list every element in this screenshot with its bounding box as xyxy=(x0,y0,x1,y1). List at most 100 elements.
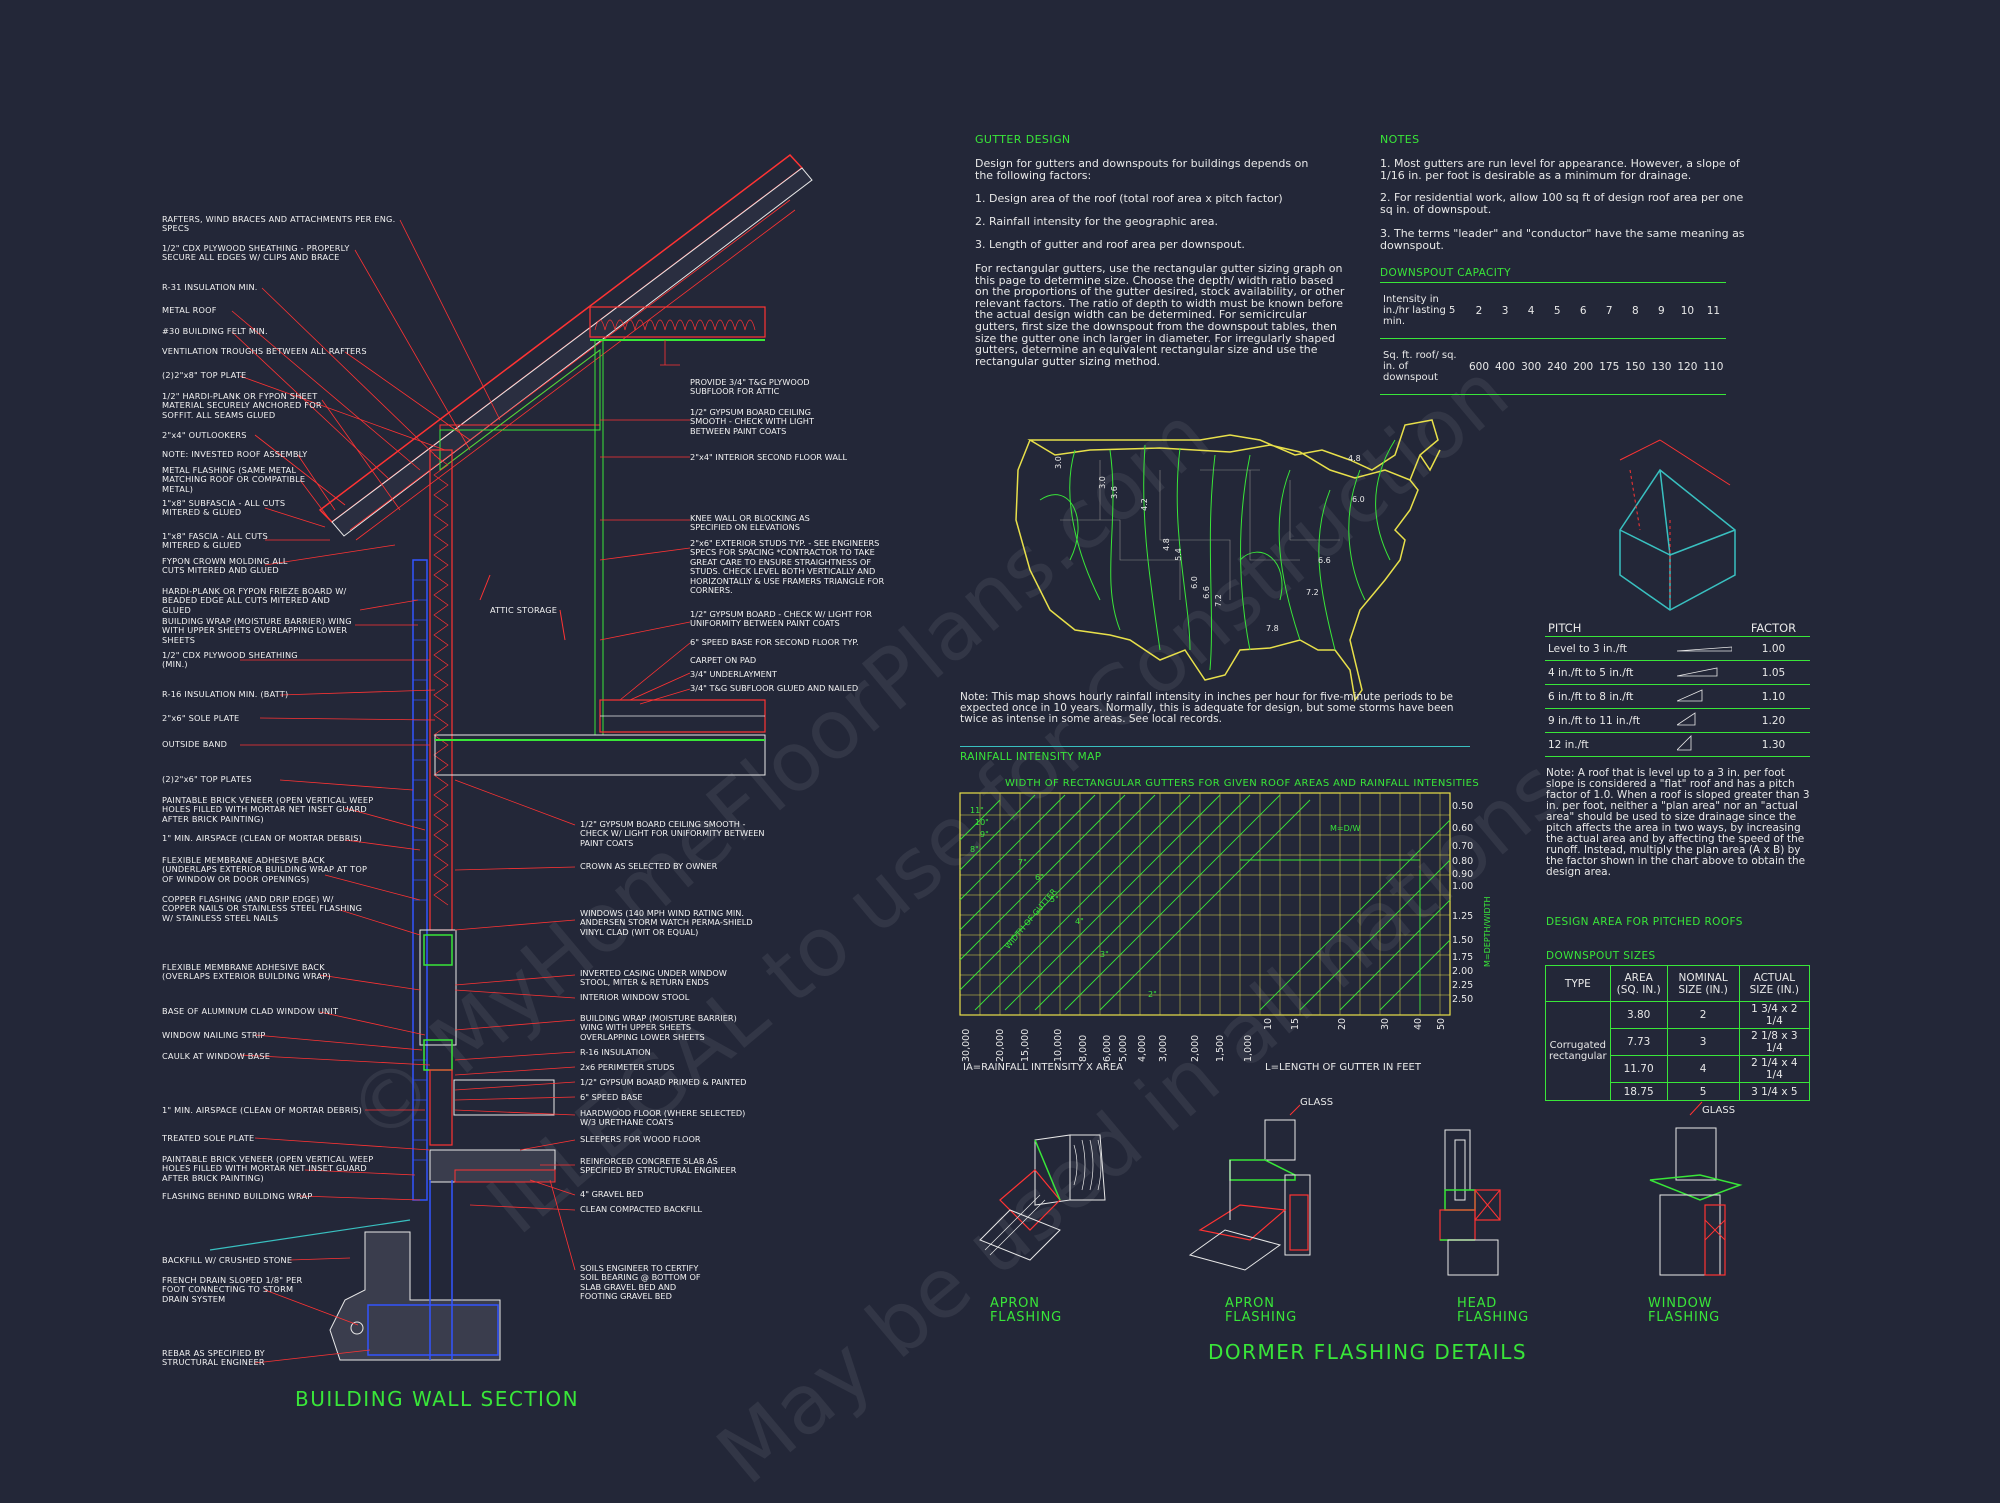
y-tick: 0.60 xyxy=(1452,823,1474,834)
downspout-area: 11.70 xyxy=(1609,1055,1668,1083)
wall-label-29: CAULK AT WINDOW BASE xyxy=(162,1051,271,1061)
y-tick: 0.50 xyxy=(1452,801,1474,812)
wall-right-label-20: 6" SPEED BASE xyxy=(580,1092,643,1102)
wall-right-label-15: INTERIOR WINDOW STOOL xyxy=(580,992,690,1002)
wall-label-17: 1/2" CDX PLYWOOD SHEATHING (MIN.) xyxy=(162,650,298,670)
capacity-row2-label: Sq. ft. roof/ sq. in. of downspout xyxy=(1383,350,1457,383)
width-label: 9" xyxy=(980,830,989,839)
capacity-intensity: 11 xyxy=(1706,304,1721,317)
wall-label-16: BUILDING WRAP (MOISTURE BARRIER) WING WI… xyxy=(162,616,352,645)
downspout-nominal: 4 xyxy=(1666,1055,1740,1083)
chart-md-label: M=D/W xyxy=(1330,824,1361,833)
gutter-factor-1: 1. Design area of the roof (total roof a… xyxy=(975,192,1283,205)
contour-label: 7.8 xyxy=(1266,624,1279,633)
gutter-design-heading: GUTTER DESIGN xyxy=(975,133,1071,146)
wall-label-34: BACKFILL W/ CRUSHED STONE xyxy=(162,1255,293,1265)
wall-label-30: 1" MIN. AIRSPACE (CLEAN OF MORTAR DEBRIS… xyxy=(162,1105,363,1115)
map-note: Note: This map shows hourly rainfall int… xyxy=(960,691,1454,725)
wall-label-18: R-16 INSULATION MIN. (BATT) xyxy=(162,689,289,699)
wall-right-label-9: 3/4" UNDERLAYMENT xyxy=(690,669,777,679)
capacity-intensity: 6 xyxy=(1579,304,1587,317)
dormer-caption-4: WINDOW FLASHING xyxy=(1648,1296,1720,1325)
capacity-sqft: 300 xyxy=(1521,360,1542,373)
downspout-area: 18.75 xyxy=(1609,1082,1668,1101)
dormer-caption-1: APRON FLASHING xyxy=(990,1296,1062,1325)
y-tick: 0.90 xyxy=(1452,869,1474,880)
wall-right-label-19: 1/2" GYPSUM BOARD PRIMED & PAINTED xyxy=(580,1077,747,1087)
pitch-slope-icon xyxy=(1675,735,1691,751)
apron-flashing-detail-1 xyxy=(979,1134,1106,1261)
factor-value: 1.30 xyxy=(1761,738,1786,751)
gutter-chart-title: WIDTH OF RECTANGULAR GUTTERS FOR GIVEN R… xyxy=(1005,778,1480,789)
capacity-sqft: 150 xyxy=(1625,360,1646,373)
pitch-col-header: PITCH xyxy=(1548,621,1582,635)
downspout-nominal: 2 xyxy=(1666,1001,1740,1029)
wall-label-22: PAINTABLE BRICK VENEER (OPEN VERTICAL WE… xyxy=(162,795,374,824)
y-tick: 2.00 xyxy=(1452,966,1474,977)
downspout-actual: 2 1/4 x 4 1/4 xyxy=(1738,1055,1811,1083)
head-flashing-detail xyxy=(1439,1129,1501,1276)
glass-label-1: GLASS xyxy=(1300,1097,1334,1108)
capacity-sqft: 240 xyxy=(1547,360,1568,373)
wall-label-28: WINDOW NAILING STRIP xyxy=(162,1030,266,1040)
contour-label: 7.2 xyxy=(1306,588,1319,597)
wall-right-label-11: 1/2" GYPSUM BOARD CEILING SMOOTH - CHECK… xyxy=(580,819,765,848)
downspout-capacity-table: Intensity in in./hr lasting 5 min. 2 3 4… xyxy=(1380,282,1727,395)
wall-label-33: FLASHING BEHIND BUILDING WRAP xyxy=(162,1191,313,1201)
downspout-header: NOMINAL SIZE (IN.) xyxy=(1666,965,1740,1002)
wall-right-label-2: 1/2" GYPSUM BOARD CEILING SMOOTH - CHECK… xyxy=(690,407,814,436)
note-3: 3. The terms "leader" and "conductor" ha… xyxy=(1380,227,1745,252)
glass-label-2: GLASS xyxy=(1702,1105,1736,1116)
width-label: 10" xyxy=(975,818,989,827)
capacity-intensity: 7 xyxy=(1605,304,1613,317)
wall-label-3: R-31 INSULATION MIN. xyxy=(162,282,258,292)
capacity-row1-label: Intensity in in./hr lasting 5 min. xyxy=(1383,294,1456,327)
wall-label-24: FLEXIBLE MEMBRANE ADHESIVE BACK (UNDERLA… xyxy=(162,855,368,884)
capacity-intensity: 10 xyxy=(1680,304,1695,317)
capacity-sqft: 120 xyxy=(1677,360,1698,373)
wall-label-20: OUTSIDE BAND xyxy=(162,739,228,749)
wall-right-label-23: REINFORCED CONCRETE SLAB AS SPECIFIED BY… xyxy=(580,1156,737,1176)
map-divider xyxy=(960,746,1470,747)
gutter-factor-2: 2. Rainfall intensity for the geographic… xyxy=(975,215,1219,228)
wall-label-27: BASE OF ALUMINUM CLAD WINDOW UNIT xyxy=(162,1006,339,1016)
wall-right-label-13: WINDOWS (140 MPH WIND RATING MIN. ANDERS… xyxy=(580,908,753,937)
wall-right-label-16: BUILDING WRAP (MOISTURE BARRIER) WING WI… xyxy=(580,1013,737,1042)
gutter-design-body: For rectangular gutters, use the rectang… xyxy=(975,262,1345,368)
factor-value: 1.00 xyxy=(1761,642,1786,655)
width-label: 3" xyxy=(1100,950,1109,959)
width-label: 6" xyxy=(1035,873,1044,882)
pitch-slope-icon xyxy=(1676,667,1717,677)
factor-col-header: FACTOR xyxy=(1750,621,1797,635)
downspout-sizes-table: TYPE AREA (SQ. IN.) NOMINAL SIZE (IN.) A… xyxy=(1545,965,1811,1101)
capacity-intensity: 3 xyxy=(1501,304,1509,317)
y-tick: 0.70 xyxy=(1452,841,1474,852)
y-tick: 2.25 xyxy=(1452,980,1474,991)
factor-value: 1.05 xyxy=(1761,666,1786,679)
downspout-header: ACTUAL SIZE (IN.) xyxy=(1738,965,1811,1002)
capacity-sqft: 600 xyxy=(1469,360,1490,373)
downspout-capacity-heading: DOWNSPOUT CAPACITY xyxy=(1380,267,1511,279)
wall-right-label-1: PROVIDE 3/4" T&G PLYWOOD SUBFLOOR FOR AT… xyxy=(690,377,810,397)
window-flashing-detail xyxy=(1649,1101,1743,1276)
wall-label-36: REBAR AS SPECIFIED BY STRUCTURAL ENGINEE… xyxy=(162,1348,265,1368)
wall-label-26: FLEXIBLE MEMBRANE ADHESIVE BACK (OVERLAP… xyxy=(162,962,331,982)
downspout-actual: 2 1/8 x 3 1/4 xyxy=(1738,1028,1811,1056)
note-2: 2. For residential work, allow 100 sq ft… xyxy=(1380,191,1744,216)
downspout-header: TYPE xyxy=(1545,965,1611,1002)
width-label: 11" xyxy=(970,806,984,815)
wall-label-21: (2)2"x6" TOP PLATES xyxy=(162,774,252,784)
pitch-factor-table: PITCH FACTOR Level to 3 in./ft 1.00 4 in… xyxy=(1545,620,1810,757)
wall-right-label-21: HARDWOOD FLOOR (WHERE SELECTED) W/3 URET… xyxy=(580,1108,746,1128)
pitch-note: Note: A roof that is level up to a 3 in.… xyxy=(1546,767,1810,878)
wall-label-4: METAL ROOF xyxy=(162,305,217,315)
y-tick: 1.50 xyxy=(1452,935,1474,946)
dormer-caption-2: APRON FLASHING xyxy=(1225,1296,1297,1325)
factor-value: 1.20 xyxy=(1761,714,1786,727)
downspout-actual: 1 3/4 x 2 1/4 xyxy=(1738,1001,1811,1029)
capacity-sqft: 400 xyxy=(1495,360,1516,373)
pitch-value: 6 in./ft to 8 in./ft xyxy=(1548,690,1634,703)
pitch-value: 9 in./ft to 11 in./ft xyxy=(1548,714,1641,727)
